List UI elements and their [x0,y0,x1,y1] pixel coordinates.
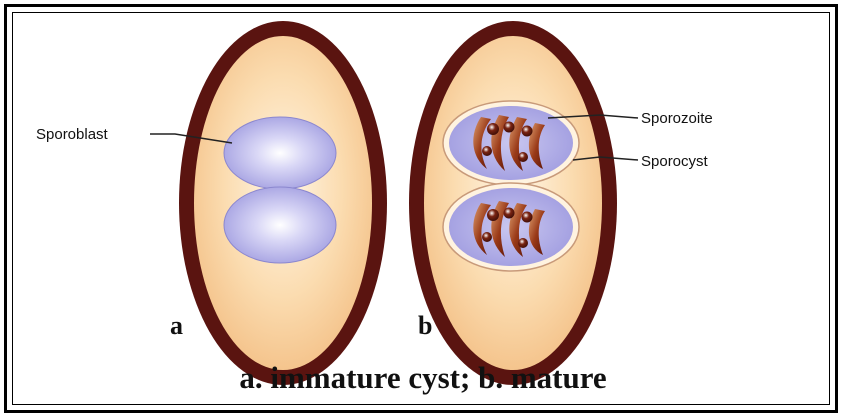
panel-a-label: a [170,311,183,340]
sporozoite-label: Sporozoite [641,110,713,127]
figure-caption: a. immature cyst; b. mature [0,360,846,396]
sporocyst-label: Sporocyst [641,153,709,170]
panel-b-label: b [418,311,432,340]
immature-cyst [179,21,387,385]
sporoblast-bottom [224,187,336,263]
mature-cyst [409,21,617,385]
sporoblast-label: Sporoblast [36,126,109,143]
sporoblast-top [224,117,336,189]
